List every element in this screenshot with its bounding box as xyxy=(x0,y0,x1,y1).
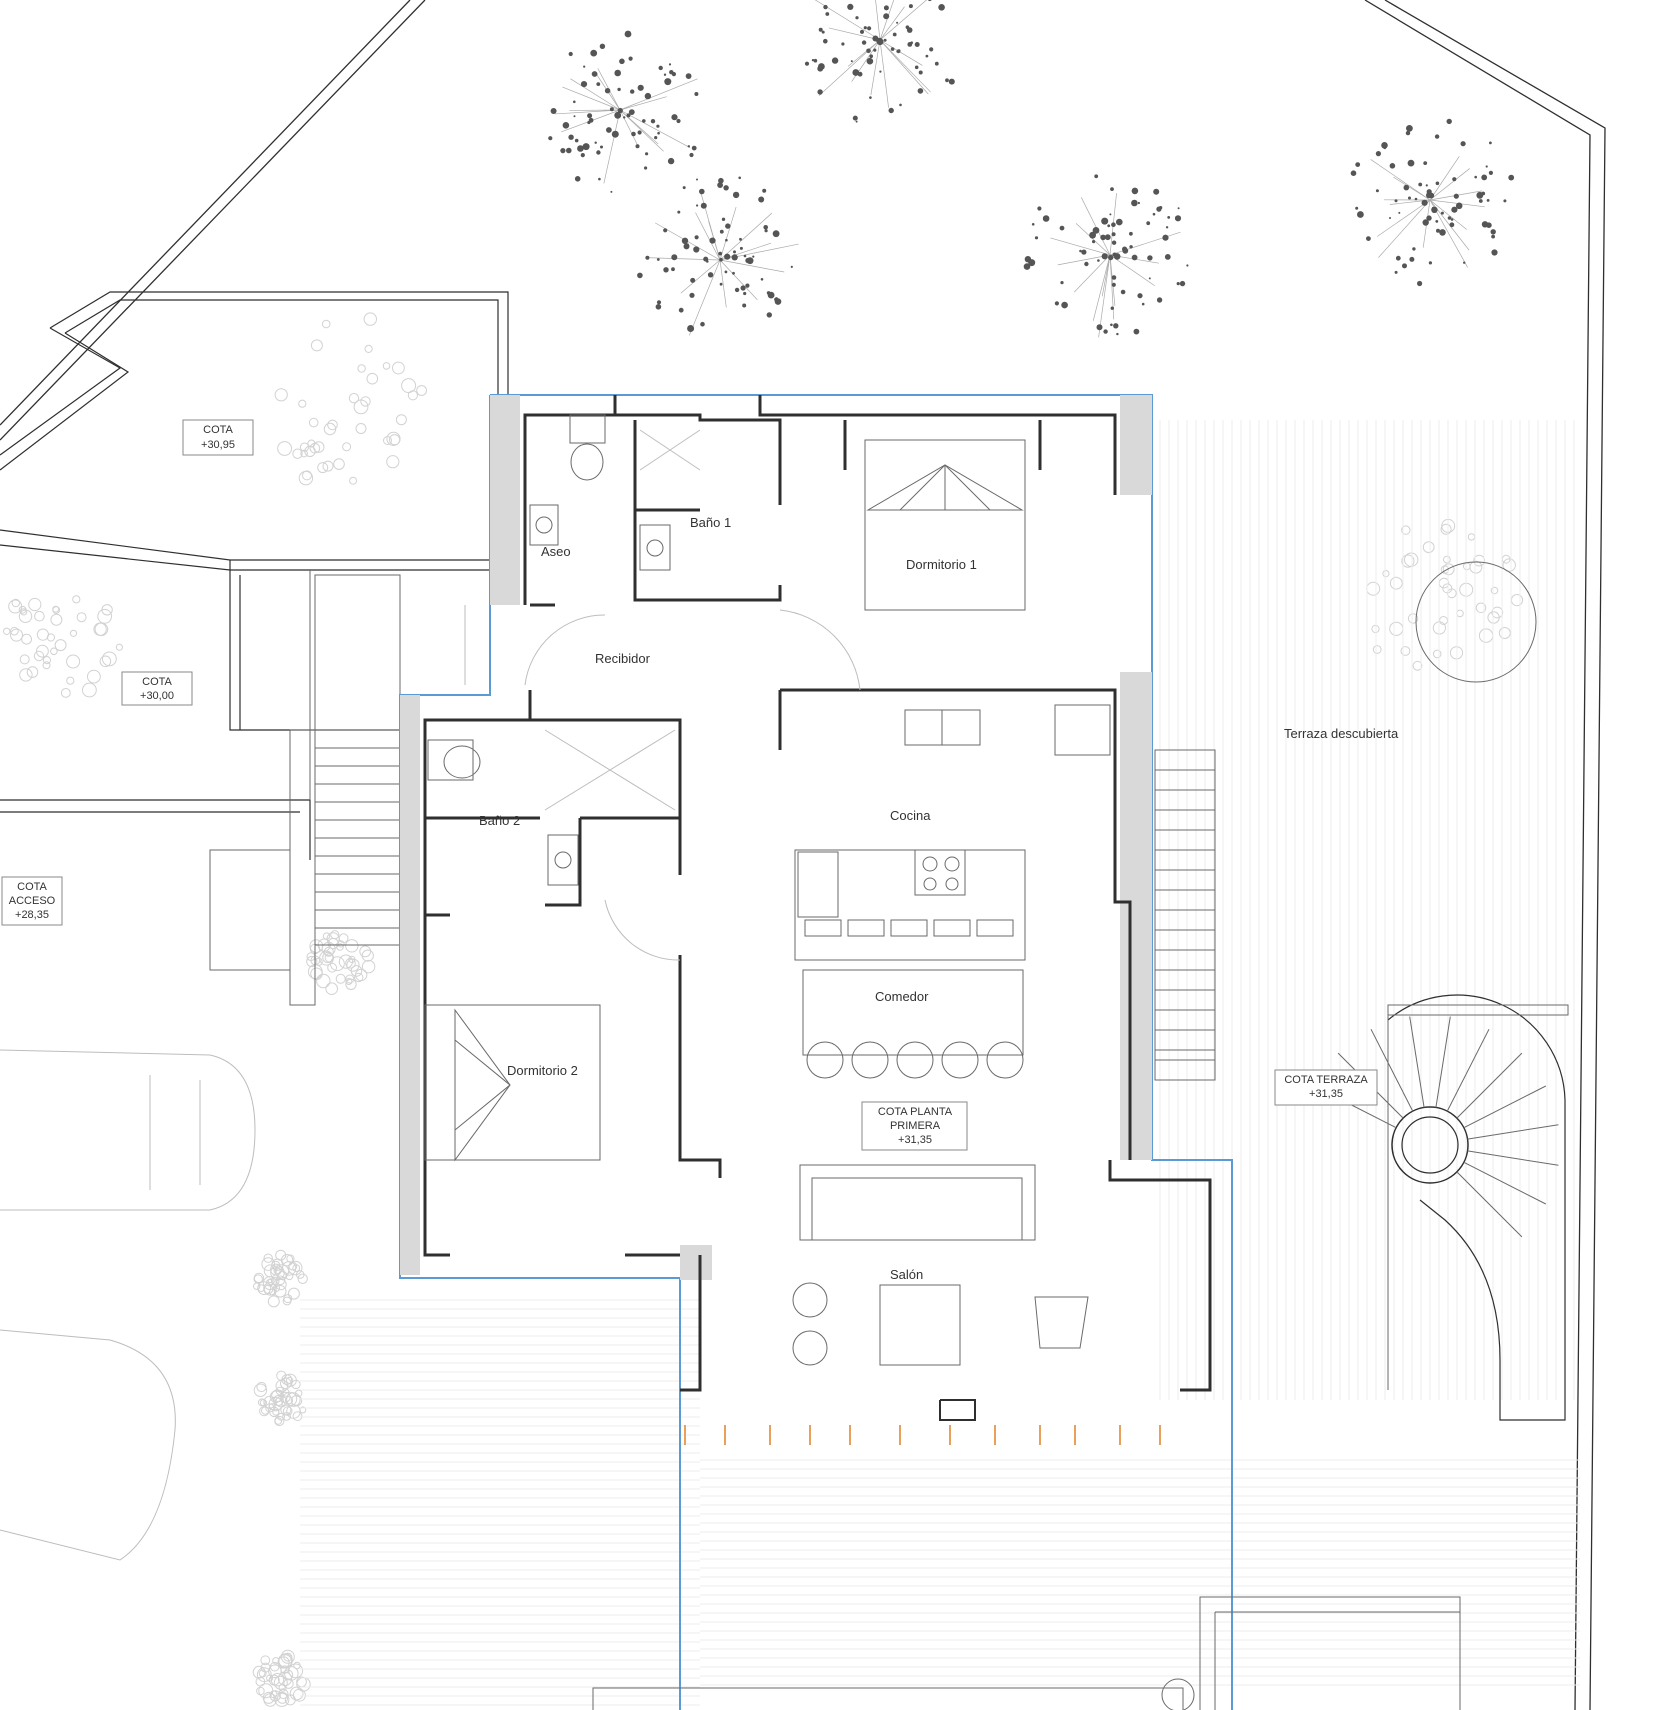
sink-aseo xyxy=(529,504,559,546)
cota-box-3: COTA ACCESO +28,35 xyxy=(1,876,63,926)
balcony-railing xyxy=(684,1425,1161,1445)
walls xyxy=(400,395,1212,1421)
side-table-2 xyxy=(792,1330,828,1366)
parked-cars xyxy=(0,1049,256,1561)
tree-icon xyxy=(1023,174,1189,338)
fixtures xyxy=(424,414,1537,1366)
dining-chair xyxy=(851,1041,889,1079)
spiral-stair xyxy=(1313,994,1569,1421)
doors xyxy=(464,605,861,961)
shrub-icon xyxy=(1366,518,1524,671)
svg-text:+28,35: +28,35 xyxy=(15,909,49,921)
toilet-tank-aseo xyxy=(569,414,606,444)
stool xyxy=(890,919,928,937)
sofa xyxy=(799,1164,1036,1241)
sink-bano1 xyxy=(639,524,671,571)
svg-text:ACCESO: ACCESO xyxy=(9,895,56,907)
dining-chair xyxy=(986,1041,1024,1079)
cota-box-2: COTA +30,00 xyxy=(121,671,193,706)
dining-chair xyxy=(941,1041,979,1079)
pool xyxy=(592,1596,1461,1710)
room-label-bano1: Baño 1 xyxy=(690,515,731,530)
svg-text:PRIMERA: PRIMERA xyxy=(890,1120,941,1132)
shrub-icon xyxy=(306,930,376,996)
sink-bano2 xyxy=(547,834,579,886)
side-table-1 xyxy=(792,1282,828,1318)
room-label-bano2: Baño 2 xyxy=(479,813,520,828)
tree-icon xyxy=(548,30,699,193)
room-label-terraza: Terraza descubierta xyxy=(1284,726,1399,741)
site-outline xyxy=(0,0,1606,1710)
dining-table xyxy=(802,969,1024,1056)
terrace-stairs xyxy=(1154,749,1216,1081)
shrub-icon xyxy=(274,312,428,486)
toilet-bano2 xyxy=(443,745,481,779)
toilet-aseo xyxy=(570,443,604,481)
room-label-dormitorio1: Dormitorio 1 xyxy=(906,557,977,572)
svg-text:+30,00: +30,00 xyxy=(140,690,174,702)
tree-icon xyxy=(804,0,955,123)
svg-text:COTA TERRAZA: COTA TERRAZA xyxy=(1284,1074,1368,1086)
svg-text:COTA: COTA xyxy=(142,676,172,688)
dining-chair xyxy=(896,1041,934,1079)
cota-box-1: COTA +30,95 xyxy=(182,419,254,456)
room-label-salon: Salón xyxy=(890,1267,923,1282)
cota-box-4: COTA PLANTA PRIMERA +31,35 xyxy=(861,1101,968,1151)
shrub-icon xyxy=(253,1249,308,1308)
stool xyxy=(976,919,1014,937)
room-label-cocina: Cocina xyxy=(890,808,931,823)
stool xyxy=(847,919,885,937)
svg-text:+31,35: +31,35 xyxy=(898,1134,932,1146)
dining-chair xyxy=(806,1041,844,1079)
terrace-decking xyxy=(1159,420,1575,1400)
cooktop xyxy=(914,849,966,896)
entrance-stairs xyxy=(209,574,401,1006)
cota-box-5: COTA TERRAZA +31,35 xyxy=(1274,1069,1378,1106)
kitchen-island xyxy=(794,849,1026,961)
tree-canopies xyxy=(548,0,1515,338)
front-decking xyxy=(300,1299,1580,1706)
armchair xyxy=(1034,1296,1089,1349)
bed-dormitorio2 xyxy=(424,1004,601,1161)
round-table-terrace xyxy=(1415,561,1537,683)
svg-text:COTA PLANTA: COTA PLANTA xyxy=(878,1106,953,1118)
room-label-recibidor: Recibidor xyxy=(595,651,651,666)
stool xyxy=(804,919,842,937)
toilet-tank-bano2 xyxy=(427,739,474,781)
svg-text:+30,95: +30,95 xyxy=(201,439,235,451)
room-label-aseo: Aseo xyxy=(541,544,571,559)
tree-icon xyxy=(637,176,799,336)
stool xyxy=(933,919,971,937)
svg-text:COTA: COTA xyxy=(17,881,47,893)
room-label-dormitorio2: Dormitorio 2 xyxy=(507,1063,578,1078)
shrub-icon xyxy=(252,1649,311,1707)
oven xyxy=(797,851,839,918)
svg-text:COTA: COTA xyxy=(203,424,233,436)
shrub-icon xyxy=(2,595,124,698)
coffee-table xyxy=(879,1284,961,1366)
bed-dormitorio1 xyxy=(864,439,1026,611)
fridge xyxy=(1054,704,1111,756)
svg-text:+31,35: +31,35 xyxy=(1309,1088,1343,1100)
shrub-icon xyxy=(253,1370,307,1427)
room-label-comedor: Comedor xyxy=(875,989,929,1004)
tree-icon xyxy=(1350,118,1515,287)
